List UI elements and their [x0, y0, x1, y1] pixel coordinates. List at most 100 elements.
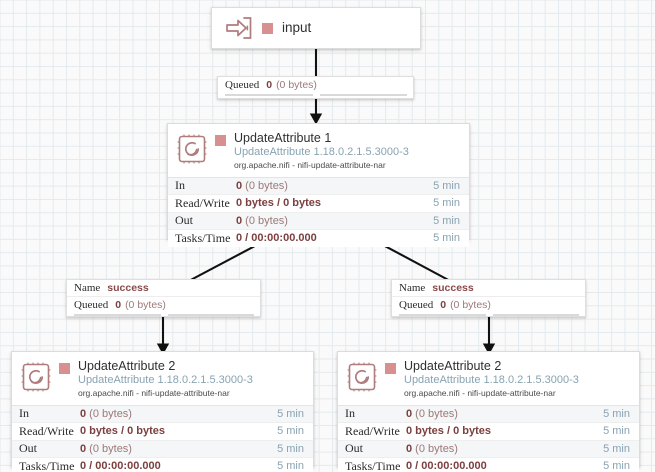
processor-name: UpdateAttribute 1 — [234, 131, 332, 145]
processor-titles: UpdateAttribute 1 UpdateAttribute 1.18.0… — [234, 131, 409, 171]
update-attribute-icon — [20, 361, 52, 393]
stat-value: 0 / 00:00:00.000 — [80, 460, 161, 472]
processor-header: UpdateAttribute 1 UpdateAttribute 1.18.0… — [168, 124, 469, 177]
connection-queued-row: Queued 0 (0 bytes) — [392, 297, 585, 313]
stat-label: Tasks/Time — [175, 230, 231, 245]
stat-label: In — [345, 406, 355, 421]
stat-row: In 0 (0 bytes) 5 min — [338, 405, 639, 424]
connection-label-ua1-success-left[interactable]: Name success Queued 0 (0 bytes) — [66, 279, 261, 317]
stat-value: 0 bytes / 0 bytes — [236, 197, 321, 210]
connection-queue-bars — [392, 314, 585, 316]
stat-row: Out 0 (0 bytes) 5 min — [338, 440, 639, 459]
stat-time: 5 min — [277, 442, 304, 455]
stat-time: 5 min — [277, 425, 304, 438]
connection-queued-bytes: (0 bytes) — [276, 79, 317, 91]
stat-value: 0 (0 bytes) — [406, 442, 458, 455]
stat-label: Out — [345, 441, 363, 456]
processor-stats-table: In 0 (0 bytes) 5 min Read/Write 0 bytes … — [168, 176, 469, 247]
stat-row: Out 0 (0 bytes) 5 min — [168, 212, 469, 231]
processor-header: UpdateAttribute 2 UpdateAttribute 1.18.0… — [338, 352, 639, 405]
stat-label: Read/Write — [345, 423, 400, 438]
stat-time: 5 min — [277, 407, 304, 420]
processor-type: UpdateAttribute 1.18.0.2.1.5.3000-3 — [234, 146, 409, 159]
processor-name: UpdateAttribute 2 — [404, 359, 502, 373]
stat-label: Tasks/Time — [345, 458, 401, 472]
connection-queued-row: Queued 0 (0 bytes) — [67, 297, 260, 313]
processor-type: UpdateAttribute 1.18.0.2.1.5.3000-3 — [78, 374, 253, 387]
stat-time: 5 min — [603, 407, 630, 420]
connection-queued-key: Queued — [225, 79, 260, 91]
stat-value: 0 bytes / 0 bytes — [80, 425, 165, 438]
stat-row: Read/Write 0 bytes / 0 bytes 5 min — [168, 195, 469, 213]
stat-time: 5 min — [433, 197, 460, 210]
connection-name-row: Name success — [67, 280, 260, 297]
stat-value: 0 (0 bytes) — [406, 407, 458, 420]
connection-name-row: Name success — [392, 280, 585, 297]
stat-row: Tasks/Time 0 / 00:00:00.000 5 min — [12, 458, 313, 472]
stat-label: Read/Write — [19, 423, 74, 438]
processor-bundle: org.apache.nifi - nifi-update-attribute-… — [78, 387, 230, 398]
stat-time: 5 min — [603, 442, 630, 455]
connection-queued-bytes: (0 bytes) — [450, 299, 491, 311]
connection-name-value: success — [432, 282, 474, 294]
update-attribute-icon — [176, 133, 208, 165]
processor-titles: UpdateAttribute 2 UpdateAttribute 1.18.0… — [404, 359, 579, 399]
connection-name-value: success — [107, 282, 149, 294]
stat-value: 0 (0 bytes) — [80, 407, 132, 420]
stat-value: 0 / 00:00:00.000 — [406, 460, 487, 472]
input-port-icon — [222, 13, 256, 43]
connection-queue-bars — [218, 94, 413, 96]
connection-queued-bytes: (0 bytes) — [125, 299, 166, 311]
connection-name-key: Name — [74, 282, 101, 294]
connection-queue-bar-count — [225, 94, 313, 96]
stat-row: In 0 (0 bytes) 5 min — [12, 405, 313, 424]
processor-type: UpdateAttribute 1.18.0.2.1.5.3000-3 — [404, 374, 579, 387]
stat-label: Out — [175, 213, 193, 228]
input-port-label: input — [282, 20, 312, 36]
connection-name-key: Name — [399, 282, 426, 294]
stat-value: 0 (0 bytes) — [236, 214, 288, 227]
processor-bundle: org.apache.nifi - nifi-update-attribute-… — [404, 387, 556, 398]
stat-time: 5 min — [277, 460, 304, 472]
processor-status-swatch — [215, 135, 226, 146]
input-port-status-swatch — [262, 22, 273, 34]
processor-stats-table: In 0 (0 bytes) 5 min Read/Write 0 bytes … — [12, 404, 313, 472]
connection-queued-count: 0 — [115, 299, 122, 311]
connection-queued-row: Queued 0 (0 bytes) — [218, 77, 413, 93]
stat-row: Tasks/Time 0 / 00:00:00.000 5 min — [168, 230, 469, 247]
input-port-node[interactable]: input — [211, 7, 421, 49]
processor-bundle: org.apache.nifi - nifi-update-attribute-… — [234, 159, 386, 170]
stat-value: 0 / 00:00:00.000 — [236, 232, 317, 245]
connection-label-input-to-ua1[interactable]: Queued 0 (0 bytes) — [217, 76, 414, 99]
connection-queued-key: Queued — [399, 299, 434, 311]
connection-queued-key: Queued — [74, 299, 109, 311]
stat-time: 5 min — [603, 460, 630, 472]
processor-update-attribute-2-left[interactable]: UpdateAttribute 2 UpdateAttribute 1.18.0… — [11, 351, 314, 472]
stat-value: 0 (0 bytes) — [236, 179, 288, 192]
processor-update-attribute-1[interactable]: UpdateAttribute 1 UpdateAttribute 1.18.0… — [167, 123, 470, 247]
processor-status-swatch — [59, 363, 70, 374]
stat-label: In — [175, 178, 185, 193]
connection-queue-bar-count — [74, 314, 161, 316]
stat-row: In 0 (0 bytes) 5 min — [168, 177, 469, 196]
stat-label: Tasks/Time — [19, 458, 75, 472]
update-attribute-icon — [346, 361, 378, 393]
stat-time: 5 min — [433, 214, 460, 227]
processor-update-attribute-2-right[interactable]: UpdateAttribute 2 UpdateAttribute 1.18.0… — [337, 351, 640, 472]
connection-label-ua1-success-right[interactable]: Name success Queued 0 (0 bytes) — [391, 279, 586, 317]
stat-row: Out 0 (0 bytes) 5 min — [12, 440, 313, 459]
stat-row: Read/Write 0 bytes / 0 bytes 5 min — [12, 423, 313, 441]
stat-value: 0 bytes / 0 bytes — [406, 425, 491, 438]
processor-stats-table: In 0 (0 bytes) 5 min Read/Write 0 bytes … — [338, 404, 639, 472]
stat-row: Read/Write 0 bytes / 0 bytes 5 min — [338, 423, 639, 441]
stat-time: 5 min — [603, 425, 630, 438]
stat-label: Read/Write — [175, 195, 230, 210]
connection-queue-bar-size — [319, 94, 407, 96]
connection-queue-bar-count — [399, 314, 486, 316]
connection-queue-bar-size — [167, 314, 254, 316]
processor-titles: UpdateAttribute 2 UpdateAttribute 1.18.0… — [78, 359, 253, 399]
stat-label: Out — [19, 441, 37, 456]
stat-label: In — [19, 406, 29, 421]
connection-queue-bars — [67, 314, 260, 316]
